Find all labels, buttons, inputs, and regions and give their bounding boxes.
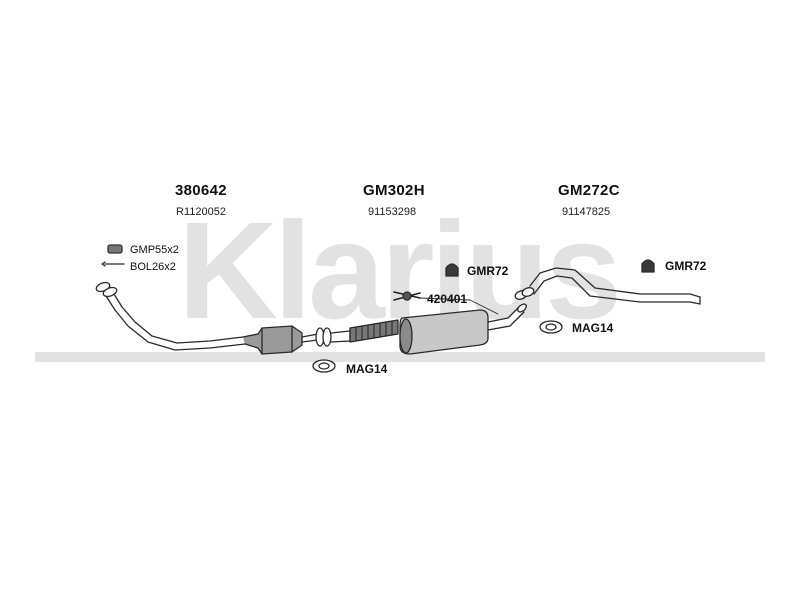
joint-flange — [315, 327, 351, 347]
gasket-front-icon — [312, 359, 336, 373]
part-code-middle-silencer: GM302H — [363, 182, 425, 199]
label-hanger-mid: GMR72 — [467, 264, 509, 278]
label-bolt: BOL26x2 — [130, 261, 176, 273]
hanger-rear-icon — [641, 259, 655, 273]
label-hanger-rear: GMR72 — [665, 259, 707, 273]
part-number-front-pipe: R1120052 — [176, 206, 226, 218]
gasket-rear-icon — [539, 320, 563, 334]
bracket-icon — [393, 291, 499, 315]
label-gasket-front: MAG14 — [346, 362, 388, 376]
middle-silencer — [399, 303, 527, 355]
part-code-front-pipe: 380642 — [175, 182, 227, 199]
front-pipe — [95, 281, 246, 351]
watermark-underline — [35, 352, 765, 362]
tail-pipe — [514, 267, 701, 305]
catalytic-converter — [242, 325, 319, 355]
part-code-tail-pipe: GM272C — [558, 182, 620, 199]
clamp-icon — [107, 244, 123, 254]
bolt-icon — [101, 261, 125, 267]
label-gasket-rear: MAG14 — [572, 321, 614, 335]
hanger-mid-icon — [445, 263, 459, 277]
part-number-tail-pipe: 91147825 — [562, 206, 611, 218]
flex-pipe — [349, 319, 399, 343]
part-number-middle-silencer: 91153298 — [368, 206, 417, 218]
label-clamp: GMP55x2 — [130, 244, 179, 256]
